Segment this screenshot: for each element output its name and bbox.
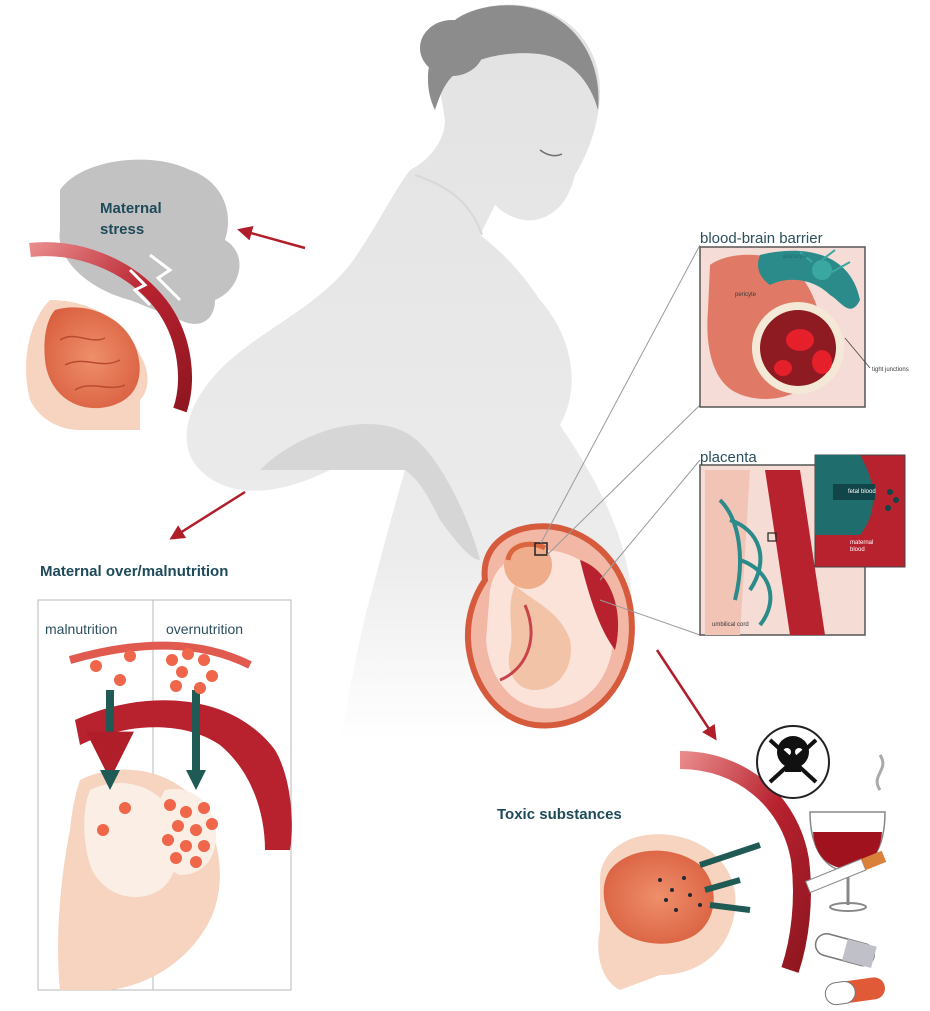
maternal-nutrition-label: Maternal over/malnutrition [40, 563, 228, 580]
maternal-stress-line-2: stress [100, 219, 162, 240]
fetus-in-womb-illustration [468, 526, 632, 725]
pericyte-label: pericyte [735, 292, 756, 298]
astrocyte-label: astrocyte [783, 254, 807, 260]
maternal-blood-label: maternal blood [850, 540, 884, 554]
toxic-substances-illustration [598, 760, 802, 990]
fetal-blood-label: fetal blood [848, 489, 876, 495]
tight-junctions-label: tight junctions [872, 367, 912, 374]
malnutrition-label: malnutrition [45, 621, 117, 637]
blood-brain-barrier-label: blood-brain barrier [700, 230, 823, 247]
toxic-substances-label: Toxic substances [497, 806, 622, 823]
placenta-label: placenta [700, 449, 757, 466]
blood-brain-barrier-inset [700, 247, 870, 407]
umbilical-cord-label: umbilical cord [712, 622, 749, 628]
nutrition-panel [38, 600, 292, 990]
overnutrition-label: overnutrition [166, 621, 243, 637]
pill-icon [813, 931, 886, 1006]
skull-icon [757, 726, 829, 798]
maternal-stress-label: Maternal stress [100, 198, 162, 240]
maternal-stress-line-1: Maternal [100, 198, 162, 219]
